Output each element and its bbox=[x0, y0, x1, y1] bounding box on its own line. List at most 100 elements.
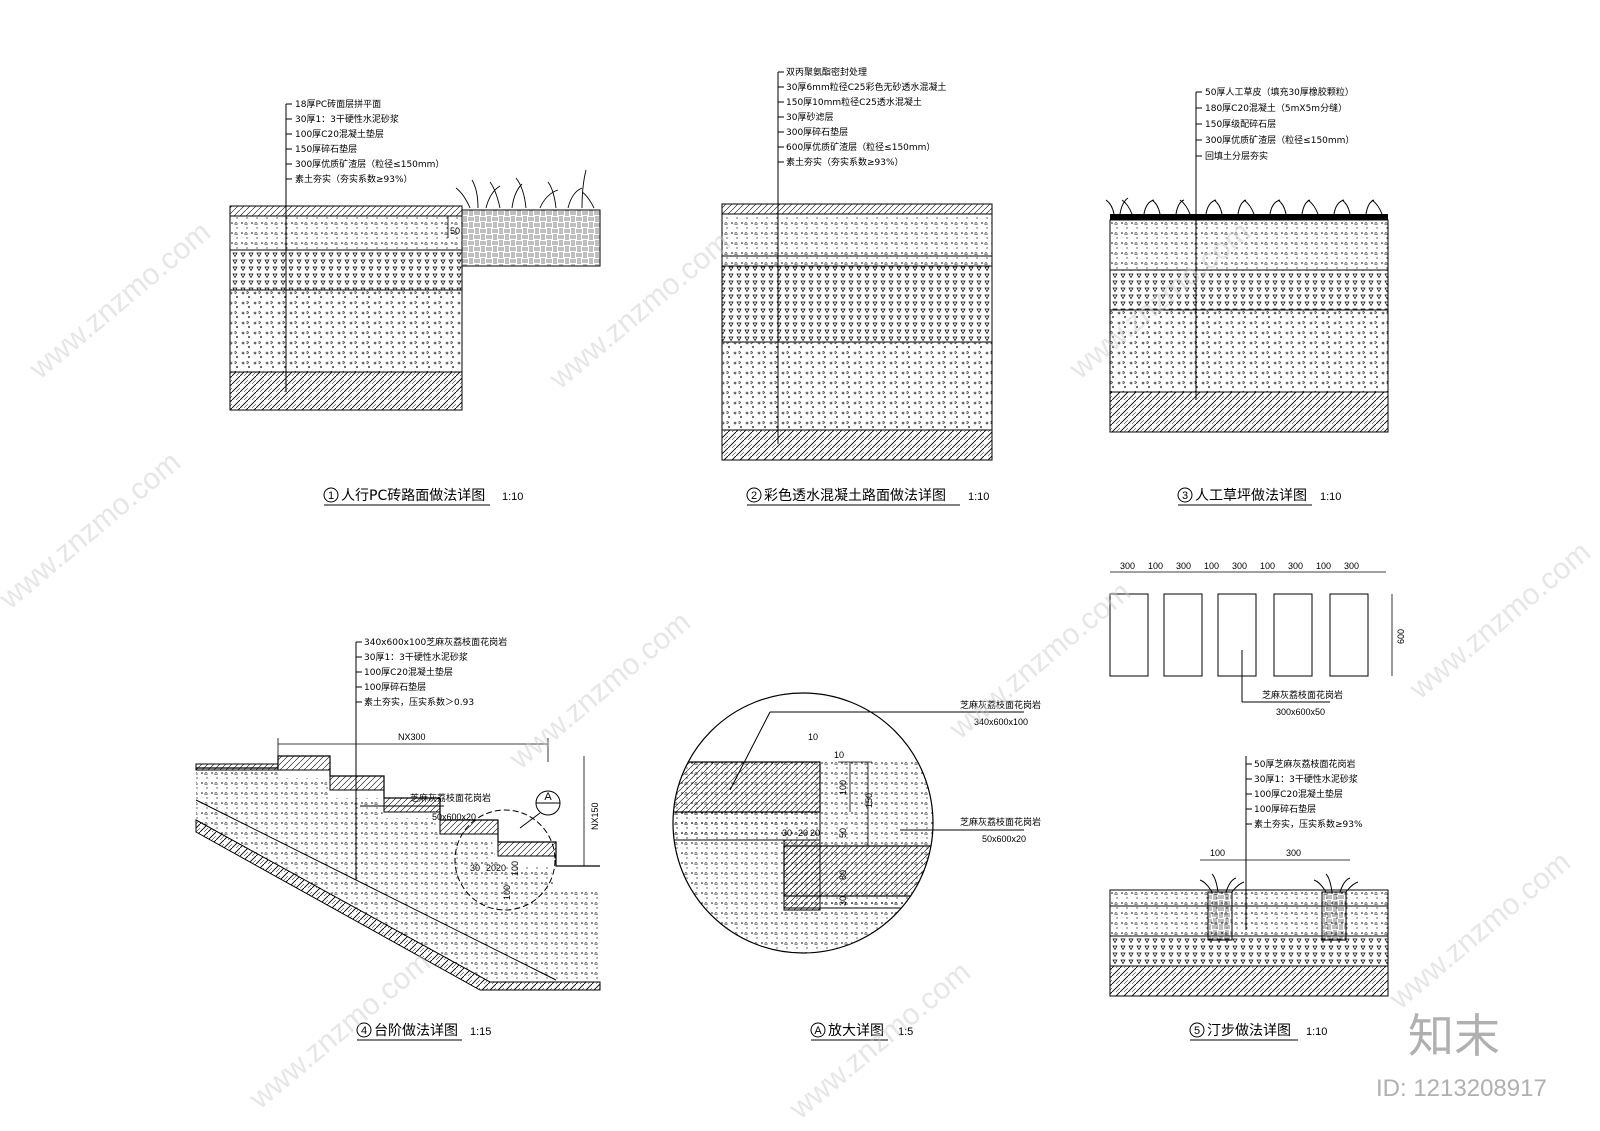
note: 30厚1：3干硬性水泥砂浆 bbox=[1254, 773, 1358, 785]
svg-text:NX150: NX150 bbox=[590, 802, 600, 830]
svg-text:100: 100 bbox=[1316, 561, 1331, 571]
detail-3-artificial-turf: 50厚人工草皮（填充30厚橡胶颗粒） 180厚C20混凝土（5mX5m分缝） 1… bbox=[1105, 86, 1389, 506]
note: 300厚优质矿渣层（粒径≤150mm） bbox=[1205, 134, 1354, 146]
detail-number: 2 bbox=[751, 490, 757, 502]
note: 100厚C20混凝土垫层 bbox=[1254, 788, 1343, 800]
callout-lower: 芝麻灰荔枝面花岗岩 50x600x20 bbox=[900, 816, 1041, 844]
note: 30厚6mm粒径C25彩色无砂透水混凝土 bbox=[786, 81, 946, 93]
detail-title-text: 汀步做法详图 bbox=[1207, 1023, 1291, 1039]
svg-text:150: 150 bbox=[864, 793, 874, 808]
watermark-text: www.znzmo.com bbox=[1403, 535, 1597, 706]
svg-text:300x600x50: 300x600x50 bbox=[1276, 707, 1325, 717]
watermark-text: www.znzmo.com bbox=[503, 605, 697, 776]
enlarge-circle bbox=[454, 809, 556, 911]
note: 18厚PC砖面层拼平面 bbox=[295, 98, 381, 110]
detail-scale: 1:10 bbox=[968, 491, 989, 503]
note: 素土夯实，压实系数＞0.93 bbox=[364, 696, 474, 708]
note: 100厚碎石垫层 bbox=[364, 681, 426, 693]
detail-title: 1 人行PC砖路面做法详图 1:10 bbox=[323, 487, 523, 506]
detail-number: 3 bbox=[1182, 490, 1188, 502]
svg-text:NX300: NX300 bbox=[398, 732, 426, 742]
step-concrete-line bbox=[195, 799, 557, 981]
stepping-section bbox=[1109, 756, 1389, 997]
svg-text:80: 80 bbox=[838, 870, 848, 880]
svg-text:10: 10 bbox=[808, 732, 818, 742]
note: 100厚C20混凝土垫层 bbox=[295, 128, 384, 140]
note: 回填土分层夯实 bbox=[1205, 150, 1268, 162]
step-small-dims: 30 20 20 100 100 bbox=[470, 861, 520, 900]
pc-brick-layer bbox=[229, 205, 463, 217]
detail-title-text: 人行PC砖路面做法详图 bbox=[341, 488, 485, 504]
svg-text:芝麻灰荔枝面花岗岩: 芝麻灰荔枝面花岗岩 bbox=[960, 699, 1041, 711]
svg-text:100: 100 bbox=[502, 885, 512, 900]
note: 素土夯实（夯实系数≥93%） bbox=[295, 173, 413, 185]
image-id: ID: 1213208917 bbox=[1376, 1075, 1547, 1102]
enlarged-dims: 10 10 100 150 50 30 20 20 80 30 bbox=[782, 732, 874, 906]
detail-title-text: 人工草坪做法详图 bbox=[1195, 488, 1307, 504]
watermark-text: www.znzmo.com bbox=[1383, 845, 1577, 1016]
detail-number: 4 bbox=[361, 1025, 367, 1037]
granite-callout: 芝麻灰荔枝面花岗岩 50x600x20 bbox=[360, 792, 491, 822]
detail-scale: 1:15 bbox=[470, 1026, 491, 1038]
note: 300厚优质矿渣层（粒径≤150mm） bbox=[295, 158, 444, 170]
dim-nx300: NX300 bbox=[277, 732, 549, 762]
note: 50厚人工草皮（填充30厚橡胶颗粒） bbox=[1205, 86, 1354, 98]
note: 150厚碎石垫层 bbox=[295, 143, 357, 155]
granite-treads bbox=[195, 755, 557, 857]
lower-tread bbox=[783, 845, 933, 897]
planting-gap bbox=[1321, 891, 1347, 941]
soil-layer bbox=[1109, 965, 1389, 997]
stepping-stone-plan: 600 bbox=[1109, 593, 1406, 677]
note: 素土夯实（夯实系数≥93%） bbox=[786, 156, 904, 168]
sand-filter-layer bbox=[721, 265, 993, 343]
svg-text:30: 30 bbox=[470, 863, 480, 873]
brand-logo: 知末 bbox=[1408, 1009, 1500, 1063]
watermark-text: www.znzmo.com bbox=[783, 955, 977, 1126]
svg-text:20: 20 bbox=[486, 863, 496, 873]
svg-text:芝麻灰荔枝面花岗岩: 芝麻灰荔枝面花岗岩 bbox=[410, 792, 491, 804]
gravel-layer bbox=[1109, 935, 1389, 967]
detail-title: A 放大详图 1:5 bbox=[810, 1022, 913, 1041]
gravel-layer bbox=[229, 289, 463, 373]
color-concrete-layer bbox=[721, 213, 993, 257]
note: 双丙聚氨酯密封处理 bbox=[786, 66, 867, 78]
note: 100厚C20混凝土垫层 bbox=[364, 666, 453, 678]
plan-callout: 芝麻灰荔枝面花岗岩 300x600x50 bbox=[1241, 650, 1343, 717]
soil-layer bbox=[229, 371, 463, 411]
gravel-layer bbox=[721, 341, 993, 431]
layer-notes: 18厚PC砖面层拼平面 30厚1：3干硬性水泥砂浆 100厚C20混凝土垫层 1… bbox=[286, 98, 444, 185]
svg-text:340x600x100: 340x600x100 bbox=[974, 717, 1028, 727]
svg-text:50x600x20: 50x600x20 bbox=[982, 834, 1026, 844]
stone bbox=[1109, 593, 1149, 677]
step-soil bbox=[195, 819, 601, 991]
watermark-text: www.znzmo.com bbox=[0, 445, 187, 616]
stone bbox=[1163, 593, 1203, 677]
permeable-concrete-layer bbox=[721, 255, 993, 267]
upper-mortar bbox=[673, 811, 821, 841]
svg-text:300: 300 bbox=[1120, 561, 1135, 571]
turf-symbol bbox=[1105, 197, 1383, 215]
detail-title: 3 人工草坪做法详图 1:10 bbox=[1177, 487, 1341, 506]
slag-layer bbox=[1109, 309, 1389, 393]
svg-text:20: 20 bbox=[798, 828, 808, 838]
lower-mortar bbox=[783, 895, 933, 909]
note: 100厚碎石垫层 bbox=[1254, 803, 1316, 815]
svg-text:100: 100 bbox=[1204, 561, 1219, 571]
note: 180厚C20混凝土（5mX5m分缝） bbox=[1205, 102, 1347, 114]
detail-A-enlarged: 芝麻灰荔枝面花岗岩 340x600x100 芝麻灰荔枝面花岗岩 50x600x2… bbox=[672, 692, 1041, 1041]
note: 素土夯实，压实系数≥93% bbox=[1254, 818, 1363, 830]
svg-text:30: 30 bbox=[782, 828, 792, 838]
watermark-text: www.znzmo.com bbox=[943, 575, 1137, 746]
plant-symbol bbox=[1199, 873, 1359, 893]
detail-scale: 1:10 bbox=[1320, 491, 1341, 503]
svg-text:芝麻灰荔枝面花岗岩: 芝麻灰荔枝面花岗岩 bbox=[960, 816, 1041, 828]
upper-tread bbox=[673, 761, 821, 813]
note: 600厚优质矿渣层（粒径≤150mm） bbox=[786, 141, 935, 153]
detail-1-pc-brick: 50 18厚PC砖面层拼平面 30厚1：3干硬性水泥砂浆 100厚C20混凝土垫… bbox=[229, 98, 601, 506]
detail-2-permeable-concrete: 双丙聚氨酯密封处理 30厚6mm粒径C25彩色无砂透水混凝土 150厚10mm粒… bbox=[721, 66, 993, 506]
note: 30厚砂滤层 bbox=[786, 111, 833, 123]
stone bbox=[1217, 593, 1257, 677]
soil-layer bbox=[721, 429, 993, 461]
svg-text:A: A bbox=[544, 791, 552, 803]
svg-text:300: 300 bbox=[1344, 561, 1359, 571]
